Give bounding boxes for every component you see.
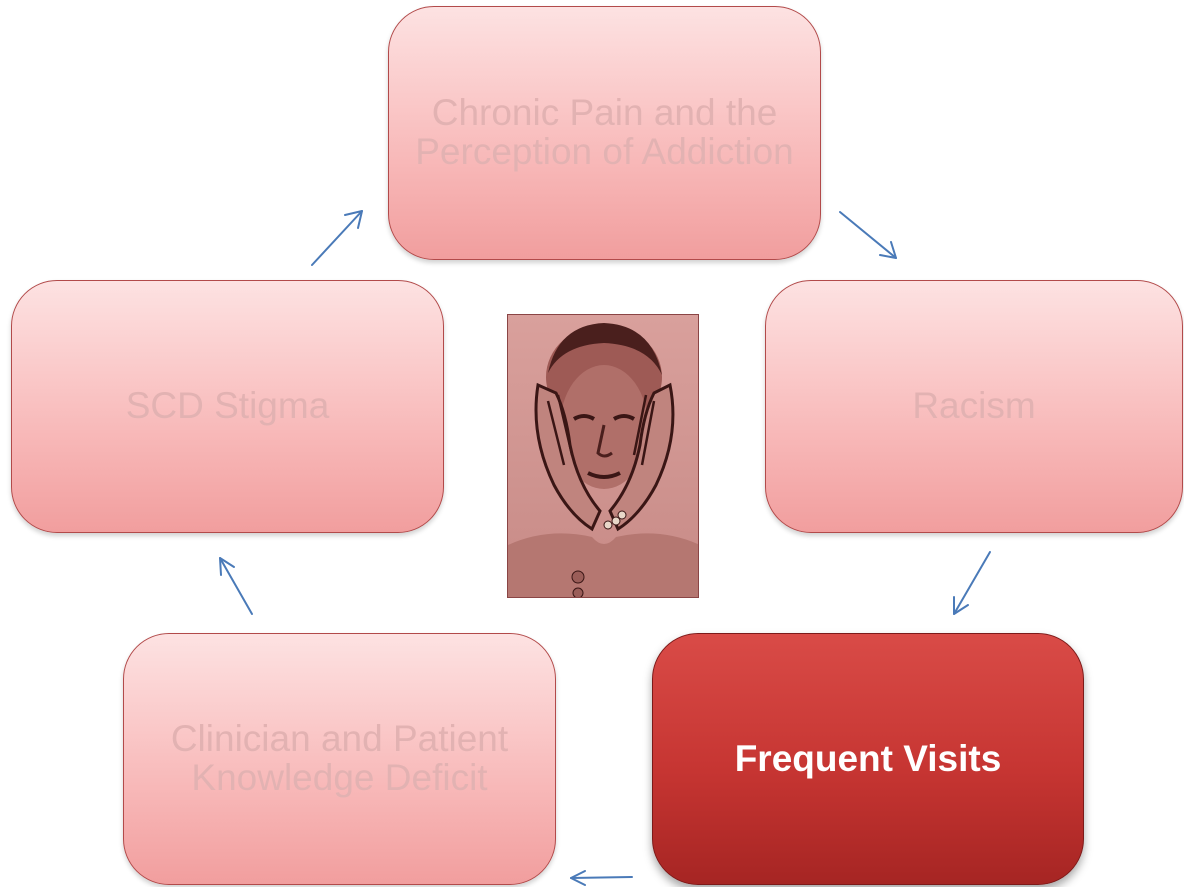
arrow-bottom-right-to-bottom-left (571, 871, 632, 885)
arrow-left-to-top (312, 211, 362, 265)
arrow-right-to-bottom-right (954, 552, 990, 614)
arrow-top-to-right (840, 212, 896, 258)
arrow-bottom-left-to-left (220, 558, 252, 614)
